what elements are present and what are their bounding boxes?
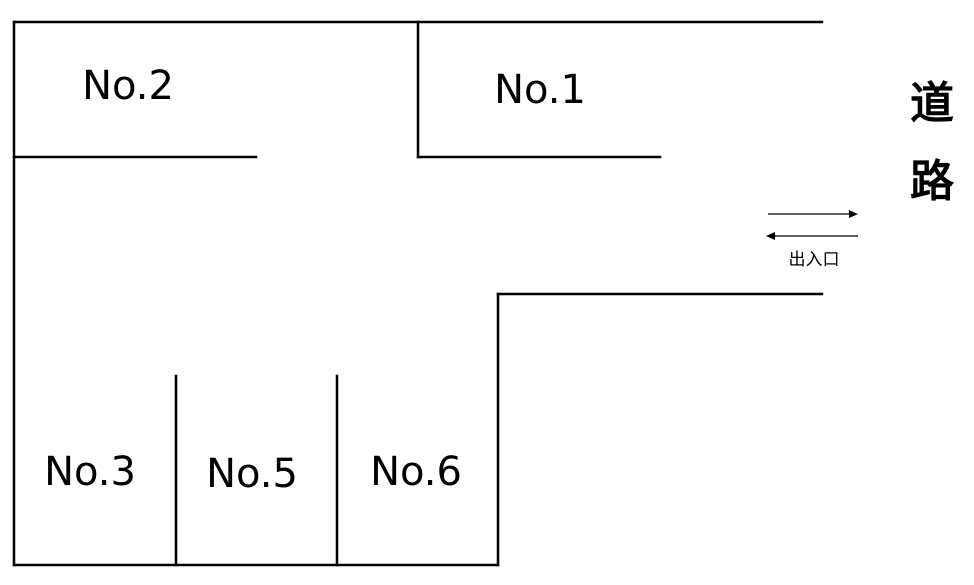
entrance-arrows xyxy=(766,210,858,240)
space-label-no5: No.5 xyxy=(206,451,298,497)
road-label-char-1: 道 xyxy=(910,78,954,129)
road-label-char-2: 路 xyxy=(910,156,955,207)
entrance-label: 出入口 xyxy=(789,250,840,270)
space-dividers xyxy=(12,20,662,567)
exit-arrow-head-icon xyxy=(766,232,775,240)
entry-arrow-head-icon xyxy=(849,210,858,218)
space-label-no6: No.6 xyxy=(370,449,462,495)
space-label-no3: No.3 xyxy=(44,449,136,495)
space-label-no1: No.1 xyxy=(494,67,586,113)
space-label-no2: No.2 xyxy=(82,63,174,109)
